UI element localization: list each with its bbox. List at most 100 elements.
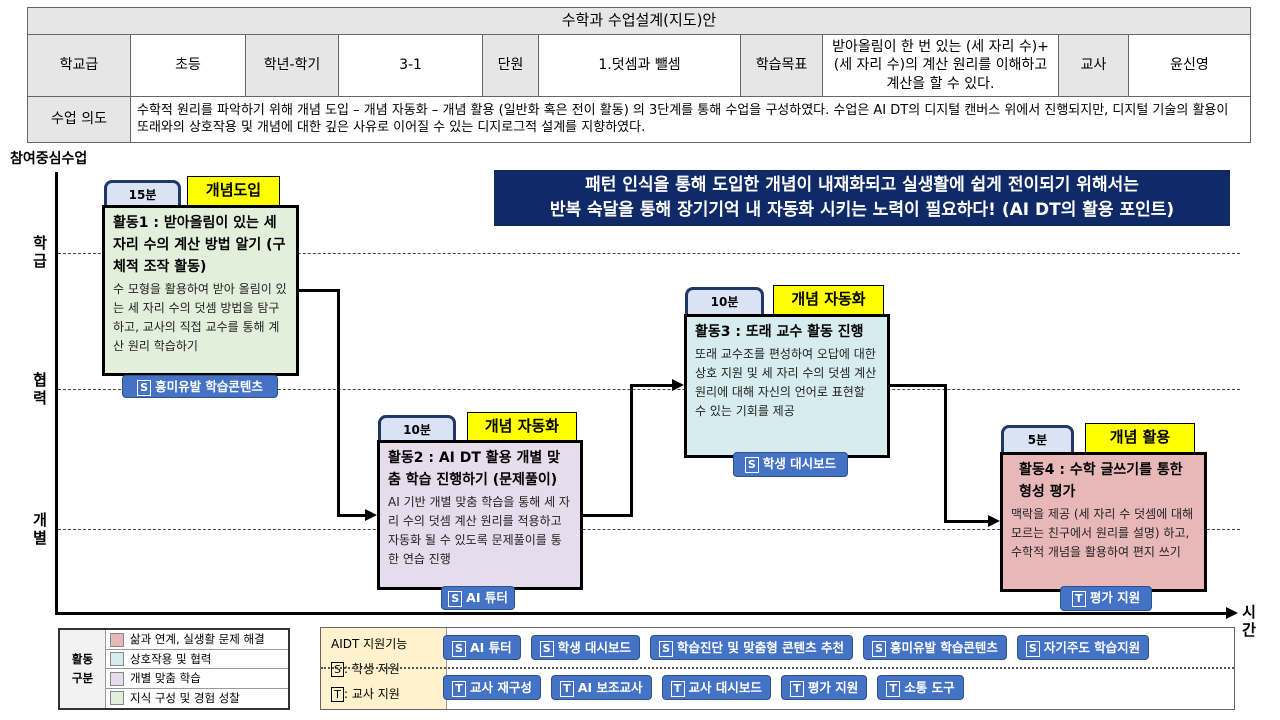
feature-label: 흥미유발 학습콘텐츠 <box>889 640 998 655</box>
flow-connector <box>944 520 990 523</box>
activity-4-stage: 개념 활용 <box>1085 423 1195 453</box>
activity-4-title: 활동4 : 수학 글쓰기를 통한 형성 평가 <box>1019 462 1183 500</box>
feature-label: 소통 도구 <box>904 680 955 695</box>
intent-label: 수업 의도 <box>27 96 131 143</box>
student-support-icon: S <box>539 640 554 657</box>
color-swatch <box>110 652 124 666</box>
badge-label: 평가 지원 <box>1089 590 1141 605</box>
y-axis-title: 참여중심수업 <box>10 151 88 167</box>
feature-label: 교사 대시보드 <box>688 680 762 695</box>
activity-3-title: 활동3 : 또래 교수 활동 진행 <box>695 324 864 340</box>
teacher-support-icon: T <box>452 680 466 697</box>
activity-3-stage: 개념 자동화 <box>773 285 884 315</box>
activity-category-legend: 활동 구분 삶과 연계, 실생활 문제 해결 상호작용 및 협력 개별 맞춤 학… <box>58 628 290 710</box>
level-label-group: 협력 <box>33 371 47 407</box>
activity-2-time: 10분 <box>378 415 456 442</box>
color-swatch <box>110 632 124 647</box>
activity-2-title: 활동2 : AI DT 활용 개별 맞춤 학습 진행하기 (문제풀이) <box>388 450 560 488</box>
activity-1-time: 15분 <box>104 180 181 207</box>
student-support-icon: S <box>137 379 152 396</box>
feature-label: 학습진단 및 맞춤형 콘텐츠 추천 <box>677 640 844 655</box>
flow-connector <box>298 289 340 292</box>
color-swatch <box>110 671 124 686</box>
flow-connector <box>337 514 367 517</box>
teacher-support-key-label: : 교사 지원 <box>344 687 400 701</box>
arrow-head-icon <box>672 379 684 391</box>
unit-value: 1.덧셈과 뺄셈 <box>538 34 741 97</box>
flow-connector <box>630 384 674 387</box>
activity-2-description: AI 기반 개별 맞춤 학습을 통해 세 자리 수의 덧셈 계산 원리를 적용하… <box>388 495 570 566</box>
student-support-icon: S <box>448 590 463 607</box>
activity-3-time: 10분 <box>685 287 764 315</box>
legend-title-line1: 활동 <box>71 652 94 666</box>
teacher-support-icon: T <box>670 680 685 697</box>
student-support-key-label: : 학생 지원 <box>344 662 400 676</box>
teacher-value: 윤신영 <box>1128 34 1251 97</box>
grade-value: 3-1 <box>338 34 483 97</box>
intent-value: 수학적 원리를 파악하기 위해 개념 도입 – 개념 자동화 – 개념 활용 (… <box>130 96 1251 143</box>
school-level-value: 초등 <box>130 34 246 97</box>
flow-connector <box>630 384 633 517</box>
badge-label: 흥미유발 학습콘텐츠 <box>155 379 263 394</box>
aidt-title: AIDT 지원기능 <box>331 637 408 651</box>
activity-1-description: 수 모형을 활용하여 받아 올림이 있는 세 자리 수의 덧셈 방법을 탐구하고… <box>113 282 287 353</box>
legend-item: 상호작용 및 협력 <box>106 650 288 669</box>
student-support-icon: S <box>871 640 886 657</box>
level-label-individual: 개별 <box>33 511 47 547</box>
color-swatch <box>110 691 124 705</box>
legend-item: 삶과 연계, 실생활 문제 해결 <box>106 630 288 650</box>
school-level-label: 학교급 <box>27 34 131 97</box>
activity-4-card: 활동4 : 수학 글쓰기를 통한 형성 평가 맥락을 제공 (세 자리 수 덧셈… <box>1000 452 1207 592</box>
arrow-head-icon <box>365 509 377 521</box>
key-message-banner: 패턴 인식을 통해 도입한 개념이 내재화되고 실생활에 쉽게 전이되기 위해서… <box>494 170 1230 226</box>
x-axis <box>55 612 1230 615</box>
grade-label: 학년-학기 <box>245 34 339 97</box>
activity-2-card: 활동2 : AI DT 활용 개별 맞춤 학습 진행하기 (문제풀이) AI 기… <box>377 440 583 590</box>
student-support-key-icon: S <box>331 662 344 677</box>
legend-label: 삶과 연계, 실생활 문제 해결 <box>130 632 265 646</box>
level-line-individual <box>58 529 1240 530</box>
legend-title-line2: 구분 <box>71 671 94 685</box>
teacher-support-icon: T <box>886 680 901 697</box>
feature-label: 평가 지원 <box>807 680 859 695</box>
activity-1-card: 활동1 : 받아올림이 있는 세 자리 수의 계산 방법 알기 (구체적 조작 … <box>102 205 299 376</box>
flow-connector <box>944 384 947 523</box>
feature-label: 학생 대시보드 <box>557 640 632 655</box>
activity-3-card: 활동3 : 또래 교수 활동 진행 또래 교수조를 편성하여 오답에 대한 상호… <box>684 314 890 458</box>
level-label-class: 학급 <box>33 234 47 270</box>
activity-4-description: 맥락을 제공 (세 자리 수 덧셈에 대해 모르는 친구에서 원리를 설명) 하… <box>1011 507 1194 559</box>
student-support-icon: S <box>744 456 759 473</box>
flow-connector <box>583 514 633 517</box>
teacher-support-key-icon: T <box>331 687 344 702</box>
flow-connector <box>890 384 947 387</box>
student-support-icon: S <box>1025 640 1040 657</box>
feature-label: AI 튜터 <box>470 640 512 655</box>
teacher-support-icon: T <box>559 680 574 697</box>
badge-label: 학생 대시보드 <box>762 456 837 471</box>
level-line-class <box>58 253 1240 254</box>
activity-1-stage: 개념도입 <box>187 176 280 206</box>
legend-label: 상호작용 및 협력 <box>130 651 212 666</box>
activity-3-description: 또래 교수조를 편성하여 오답에 대한 상호 지원 및 세 자리 수의 덧셈 계… <box>695 347 877 418</box>
teacher-label: 교사 <box>1058 34 1129 97</box>
level-line-group <box>58 389 1240 390</box>
y-axis <box>55 172 58 615</box>
legend-label: 지식 구성 및 경험 성찰 <box>130 690 240 705</box>
teacher-support-icon: T <box>1071 590 1086 607</box>
teacher-support-icon: T <box>789 680 804 697</box>
activity-1-title: 활동1 : 받아올림이 있는 세 자리 수의 계산 방법 알기 (구체적 조작 … <box>113 215 286 275</box>
badge-label: AI 튜터 <box>466 590 508 605</box>
